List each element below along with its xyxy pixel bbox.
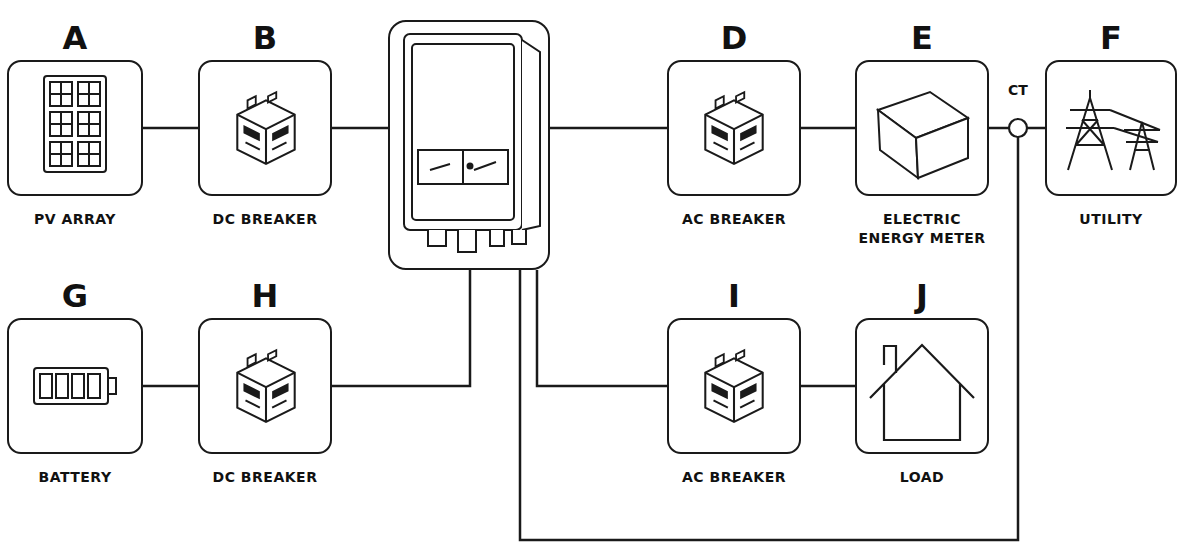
battery-box: GBATTERY xyxy=(7,318,143,454)
battery-icon xyxy=(34,368,116,404)
callout-letter: E xyxy=(911,22,933,54)
inverter-icon xyxy=(404,34,540,252)
component-label: DC BREAKER xyxy=(195,210,335,229)
wire-connector xyxy=(550,127,667,130)
component-label: BATTERY xyxy=(5,468,145,487)
breaker-icon xyxy=(705,350,762,422)
callout-letter: A xyxy=(63,22,88,54)
ac-breaker-box: DAC BREAKER xyxy=(667,60,801,196)
wire-connector xyxy=(801,127,855,130)
component-label: DC BREAKER xyxy=(195,468,335,487)
callout-letter: H xyxy=(252,280,279,312)
wire-connector xyxy=(143,385,198,388)
component-label: ELECTRIC ENERGY METER xyxy=(852,210,992,248)
dc-breaker-box: BDC BREAKER xyxy=(198,60,332,196)
wire-connector xyxy=(801,385,855,388)
ct-wire xyxy=(520,137,1018,540)
component-label: AC BREAKER xyxy=(664,210,804,229)
callout-letter: G xyxy=(62,280,88,312)
callout-letter: J xyxy=(916,280,928,312)
ct-ring xyxy=(1009,119,1027,137)
component-label: PV ARRAY xyxy=(5,210,145,229)
component-label: AC BREAKER xyxy=(664,468,804,487)
ct-label: CT xyxy=(1006,82,1030,98)
utility-tower-icon xyxy=(1066,90,1160,170)
callout-letter: I xyxy=(728,280,740,312)
breaker-icon xyxy=(237,92,294,164)
ac-breaker-box: IAC BREAKER xyxy=(667,318,801,454)
breaker-icon xyxy=(705,92,762,164)
utility-box: FUTILITY xyxy=(1045,60,1177,196)
breaker-icon xyxy=(237,350,294,422)
wire-connector xyxy=(537,270,667,386)
energy-meter-box: EELECTRIC ENERGY METER xyxy=(855,60,989,196)
callout-letter: B xyxy=(253,22,277,54)
load-box: JLOAD xyxy=(855,318,989,454)
wire-connector xyxy=(332,270,470,386)
meter-icon xyxy=(878,92,968,178)
house-icon xyxy=(870,345,974,440)
callout-letter: F xyxy=(1100,22,1122,54)
callout-letter: D xyxy=(721,22,748,54)
component-label: UTILITY xyxy=(1041,210,1181,229)
dc-breaker-box: HDC BREAKER xyxy=(198,318,332,454)
wire-connector xyxy=(143,127,198,130)
wire-connector xyxy=(332,127,388,130)
pv-array-box: APV ARRAY xyxy=(7,60,143,196)
component-label: LOAD xyxy=(852,468,992,487)
pv-panel-icon xyxy=(44,76,106,172)
inverter-box xyxy=(388,20,550,270)
